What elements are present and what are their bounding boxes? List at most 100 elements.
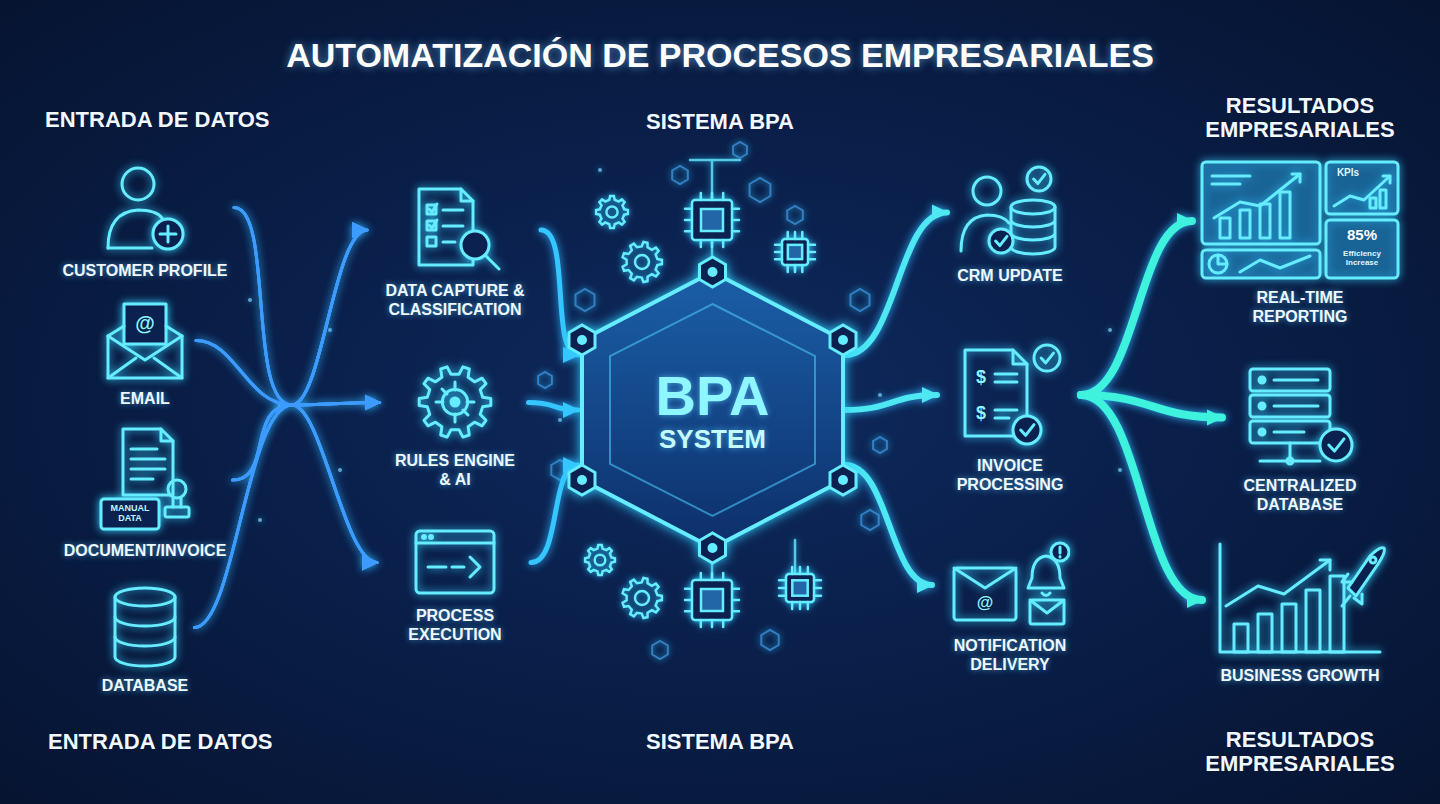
graphic bbox=[792, 580, 807, 595]
graphic bbox=[1240, 365, 1360, 470]
graphic bbox=[996, 236, 1007, 245]
output-action: NOTIFICATION DELIVERY bbox=[934, 540, 1086, 674]
graphic bbox=[410, 525, 500, 600]
graphic bbox=[108, 336, 182, 360]
kpi-caption: Efficiency Increase bbox=[1338, 250, 1386, 268]
column-header: ENTRADA DE DATOS bbox=[48, 730, 273, 754]
graphic bbox=[1108, 328, 1112, 332]
node-label: DOCUMENT/INVOICE bbox=[64, 541, 227, 560]
graphic bbox=[1041, 353, 1053, 363]
graphic bbox=[1306, 590, 1320, 652]
graphic bbox=[685, 573, 739, 627]
flow-connector bbox=[845, 395, 937, 410]
graphic bbox=[950, 540, 1070, 630]
flow-connector bbox=[195, 230, 368, 628]
graphic bbox=[115, 617, 175, 646]
flow-connector bbox=[196, 341, 380, 406]
graphic bbox=[569, 325, 595, 355]
business-result: CENTRALIZED DATABASE bbox=[1224, 365, 1376, 514]
graphic bbox=[108, 304, 182, 378]
graphic bbox=[100, 298, 190, 383]
graphic bbox=[1370, 557, 1376, 563]
graphic bbox=[1330, 576, 1344, 652]
graphic bbox=[1370, 198, 1376, 208]
graphic bbox=[1220, 544, 1380, 652]
graphic bbox=[428, 557, 480, 577]
diagram-title: AUTOMATIZACIÓN DE PROCESOS EMPRESARIALES bbox=[170, 36, 1270, 75]
graphic bbox=[838, 335, 848, 345]
graphic bbox=[419, 189, 499, 269]
flow-connector bbox=[195, 403, 380, 628]
node-label: CUSTOMER PROFILE bbox=[62, 261, 227, 280]
graphic bbox=[596, 196, 628, 228]
graphic bbox=[954, 568, 1016, 588]
graphic bbox=[160, 226, 176, 242]
graphic bbox=[1240, 210, 1250, 238]
graphic bbox=[416, 531, 494, 593]
graphic bbox=[558, 418, 562, 422]
currency-symbol: $ bbox=[976, 368, 986, 388]
graphic bbox=[1348, 548, 1384, 596]
graphic bbox=[165, 507, 189, 517]
graphic bbox=[788, 245, 802, 259]
graphic bbox=[427, 237, 436, 246]
graphic bbox=[115, 588, 175, 606]
graphic bbox=[105, 585, 185, 670]
graphic bbox=[1380, 190, 1386, 208]
column-header: SISTEMA BPA bbox=[570, 730, 870, 754]
graphic bbox=[328, 328, 332, 332]
flow-connector bbox=[195, 405, 378, 628]
graphic bbox=[538, 372, 552, 388]
flow-connector bbox=[845, 213, 947, 356]
graphic bbox=[1030, 600, 1064, 624]
graphic bbox=[1320, 429, 1352, 461]
graphic bbox=[672, 166, 688, 184]
column-header: RESULTADOS EMPRESARIALES bbox=[1190, 94, 1410, 142]
graphic bbox=[1021, 425, 1034, 436]
graphic bbox=[430, 536, 433, 539]
kpi-label: KPIs bbox=[1337, 167, 1359, 178]
input-source: DOCUMENT/INVOICE bbox=[58, 425, 233, 560]
graphic bbox=[1210, 540, 1390, 660]
graphic bbox=[1202, 250, 1320, 278]
graphic bbox=[685, 193, 739, 247]
graphic bbox=[101, 499, 159, 529]
graphic bbox=[1202, 162, 1398, 278]
graphic bbox=[423, 536, 426, 539]
flow-connector bbox=[234, 208, 377, 563]
node-label: RULES ENGINE & AI bbox=[388, 451, 523, 489]
graphic bbox=[878, 393, 882, 397]
graphic bbox=[582, 272, 843, 548]
graphic bbox=[1320, 560, 1330, 570]
graphic bbox=[1059, 547, 1062, 557]
graphic bbox=[1220, 544, 1384, 652]
graphic bbox=[1027, 167, 1051, 191]
graphic bbox=[1287, 458, 1293, 464]
graphic bbox=[750, 178, 771, 202]
kpi-value: 85% bbox=[1347, 227, 1377, 244]
output-action: INVOICE PROCESSING bbox=[939, 340, 1081, 494]
flow-connector bbox=[1081, 395, 1202, 600]
graphic bbox=[451, 398, 459, 406]
graphic bbox=[861, 510, 878, 530]
process-step: DATA CAPTURE & CLASSIFICATION bbox=[369, 185, 541, 319]
bpa-hexagon: BPASYSTEM bbox=[580, 270, 845, 550]
graphic bbox=[873, 437, 887, 453]
graphic bbox=[108, 247, 152, 250]
flow-connector bbox=[845, 465, 932, 585]
graphic bbox=[108, 358, 182, 378]
graphic bbox=[708, 267, 718, 277]
graphic bbox=[577, 335, 587, 345]
bpa-subtitle: SYSTEM bbox=[659, 426, 766, 453]
graphic bbox=[851, 289, 870, 311]
graphic bbox=[115, 597, 175, 666]
graphic bbox=[1326, 162, 1398, 214]
process-step: RULES ENGINE & AI bbox=[382, 360, 529, 489]
graphic bbox=[838, 475, 848, 485]
process-step: PROCESS EXECUTION bbox=[379, 525, 531, 644]
graphic bbox=[954, 543, 1069, 624]
node-label: CRM UPDATE bbox=[957, 266, 1062, 285]
graphic bbox=[538, 142, 887, 659]
graphic bbox=[101, 429, 189, 529]
graphic bbox=[995, 374, 1017, 418]
